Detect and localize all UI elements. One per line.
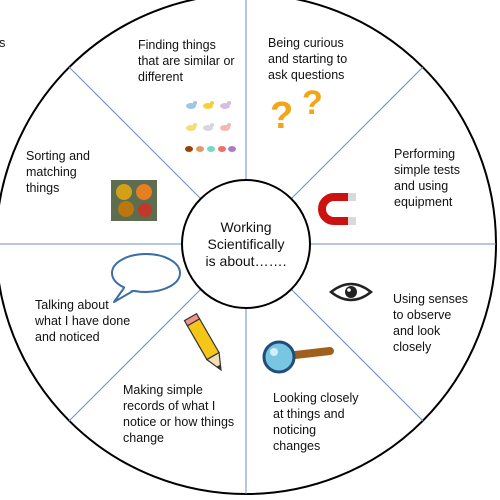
center-heading: Working Scientifically is about……. <box>205 219 287 269</box>
magnifying-glass-icon <box>262 340 334 374</box>
label-using-senses: Using senses to observe and look closely <box>393 292 469 354</box>
cut-off-text: ars <box>0 36 6 50</box>
birds-icon <box>185 101 236 152</box>
svg-text:?: ? <box>270 95 293 137</box>
label-making-records: Making simple records of what I notice o… <box>123 383 235 445</box>
pencil-icon <box>183 312 222 372</box>
label-talking-about: Talking about what I have done and notic… <box>35 298 131 344</box>
label-performing-tests: Performing simple tests and using equipm… <box>394 147 460 209</box>
eye-icon <box>328 282 374 302</box>
question-marks-icon: ? ? <box>270 84 323 137</box>
label-looking-closely: Looking closely at things and noticing c… <box>273 391 359 453</box>
label-being-curious: Being curious and starting to ask questi… <box>268 36 348 82</box>
label-finding-similar-different: Finding things that are similar or diffe… <box>138 38 235 84</box>
magnet-icon <box>318 193 356 225</box>
speech-bubble-icon <box>111 253 181 303</box>
center-circle <box>181 179 311 309</box>
svg-text:?: ? <box>302 84 323 122</box>
sorting-bowls-icon <box>111 180 157 221</box>
label-sorting-matching: Sorting and matching things <box>26 149 90 195</box>
